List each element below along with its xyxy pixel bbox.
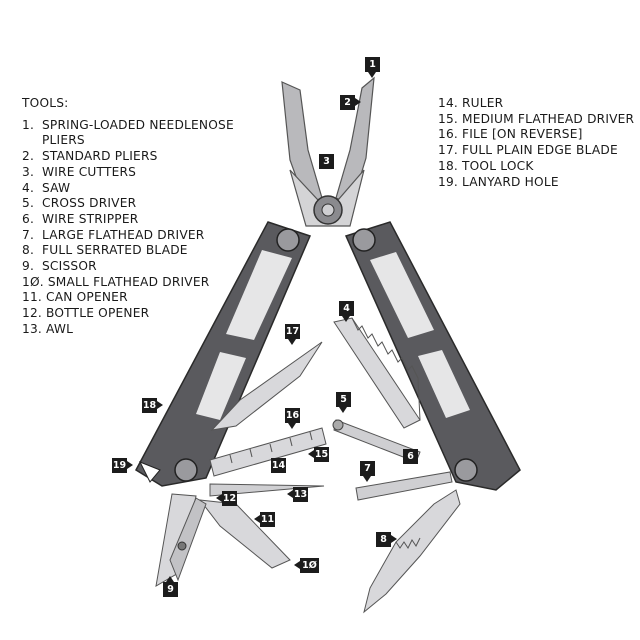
tool-label: BOTTLE OPENER xyxy=(45,306,150,321)
callout-14: 14 xyxy=(271,458,286,473)
tool-label: RULER xyxy=(461,96,504,110)
tool-number: 7. xyxy=(22,227,35,242)
tool-label: CAN OPENER xyxy=(45,290,128,305)
tool-list-item: 12.BOTTLE OPENER xyxy=(22,306,262,322)
callout-9: 9 xyxy=(163,576,178,597)
tool-list-item: 8. FULL SERRATED BLADE xyxy=(22,243,262,259)
tool-label: AWL xyxy=(45,321,74,336)
tool-label: MEDIUM FLATHEAD DRIVER xyxy=(461,111,635,126)
tool-number: 4. xyxy=(22,180,35,195)
needlenose-pliers-jaws xyxy=(281,76,375,227)
tool-list-item: 6. WIRE STRIPPER xyxy=(22,212,262,228)
tool-label: LARGE FLATHEAD DRIVER xyxy=(42,227,205,242)
tool-list-item: 1Ø.SMALL FLATHEAD DRIVER xyxy=(22,275,262,291)
callout-13: 13 xyxy=(287,487,308,502)
tool-number: 6. xyxy=(22,211,35,226)
tool-number: 1. xyxy=(22,117,35,132)
tool-list-item: 19.LANYARD HOLE xyxy=(438,175,638,191)
tool-number: 16. xyxy=(438,127,458,142)
callout-4: 4 xyxy=(339,301,354,322)
tool-number: 2. xyxy=(22,149,35,164)
tool-label: FULL SERRATED BLADE xyxy=(42,243,188,258)
tool-number: 13. xyxy=(22,321,42,336)
callout-12: 12 xyxy=(216,491,237,506)
plain-edge-blade xyxy=(210,341,323,431)
tool-number: 12. xyxy=(22,306,42,321)
tool-list-item: 17.FULL PLAIN EDGE BLADE xyxy=(438,143,638,159)
serrated-blade xyxy=(363,489,461,614)
callout-16: 16 xyxy=(285,408,300,429)
callout-2: 2 xyxy=(340,95,361,110)
callout-15: 15 xyxy=(308,447,329,462)
tool-number: 1Ø. xyxy=(22,274,44,289)
tool-label: CROSS DRIVER xyxy=(42,196,137,211)
callout-1: 1 xyxy=(365,57,380,78)
tool-number: 3. xyxy=(22,164,35,179)
tool-list-item: 9. SCISSOR xyxy=(22,259,262,275)
tool-list-item: 4. SAW xyxy=(22,181,262,197)
callout-7: 7 xyxy=(360,461,375,482)
can-bottle-opener xyxy=(198,499,291,569)
tool-label: SPRING-LOADED NEEDLENOSE PLIERS xyxy=(42,117,234,148)
tools-heading: TOOLS: xyxy=(22,96,69,110)
tool-label: FILE [ON REVERSE] xyxy=(461,127,583,142)
callout-5: 5 xyxy=(336,392,351,413)
callout-10: 1Ø xyxy=(294,558,319,573)
callout-6: 6 xyxy=(403,449,418,464)
tool-label: FULL PLAIN EDGE BLADE xyxy=(461,143,618,158)
callout-19: 19 xyxy=(112,458,133,473)
tool-list-left: TOOLS: 1. SPRING-LOADED NEEDLENOSE PLIERS… xyxy=(22,96,262,338)
tool-label: TOOL LOCK xyxy=(461,158,534,173)
tool-list-item: 2. STANDARD PLIERS xyxy=(22,149,262,165)
ruler-file xyxy=(209,427,327,477)
tool-list-item: 7. LARGE FLATHEAD DRIVER xyxy=(22,228,262,244)
tool-number: 5. xyxy=(22,196,35,211)
tool-list-item: 16.FILE [ON REVERSE] xyxy=(438,127,638,143)
tool-label: WIRE CUTTERS xyxy=(42,164,137,179)
left-handle xyxy=(135,221,312,487)
tool-number: 19. xyxy=(438,174,458,189)
callout-3: 3 xyxy=(319,154,334,169)
tool-label: SAW xyxy=(42,180,71,195)
right-handle xyxy=(344,221,521,491)
tool-number: 11. xyxy=(22,290,42,305)
tool-number: 18. xyxy=(438,158,458,173)
callout-17: 17 xyxy=(285,324,300,345)
tool-list-item: 5. CROSS DRIVER xyxy=(22,196,262,212)
tool-list-item: 18.TOOL LOCK xyxy=(438,159,638,175)
tool-label: SMALL FLATHEAD DRIVER xyxy=(47,274,210,289)
tool-number: 17. xyxy=(438,143,458,158)
tool-list-item: 1. SPRING-LOADED NEEDLENOSE PLIERS xyxy=(22,118,262,149)
tool-list-item: 3. WIRE CUTTERS xyxy=(22,165,262,181)
tool-label: LANYARD HOLE xyxy=(461,174,559,189)
tool-number: 9. xyxy=(22,259,35,274)
tool-label: SCISSOR xyxy=(42,259,97,274)
tool-label: STANDARD PLIERS xyxy=(42,149,158,164)
tool-list-item: 14.RULER xyxy=(438,96,638,112)
tool-list-item: 13.AWL xyxy=(22,322,262,338)
tool-label: WIRE STRIPPER xyxy=(42,211,139,226)
callout-11: 11 xyxy=(254,512,275,527)
tool-list-item: 15.MEDIUM FLATHEAD DRIVER xyxy=(438,112,638,128)
tool-list-item: 11.CAN OPENER xyxy=(22,290,262,306)
callout-18: 18 xyxy=(142,398,163,413)
tool-number: 8. xyxy=(22,243,35,258)
tool-number: 15. xyxy=(438,111,458,126)
callout-8: 8 xyxy=(376,532,397,547)
large-flathead-driver xyxy=(355,471,453,501)
tool-number: 14. xyxy=(438,96,458,110)
scissor xyxy=(155,493,207,587)
